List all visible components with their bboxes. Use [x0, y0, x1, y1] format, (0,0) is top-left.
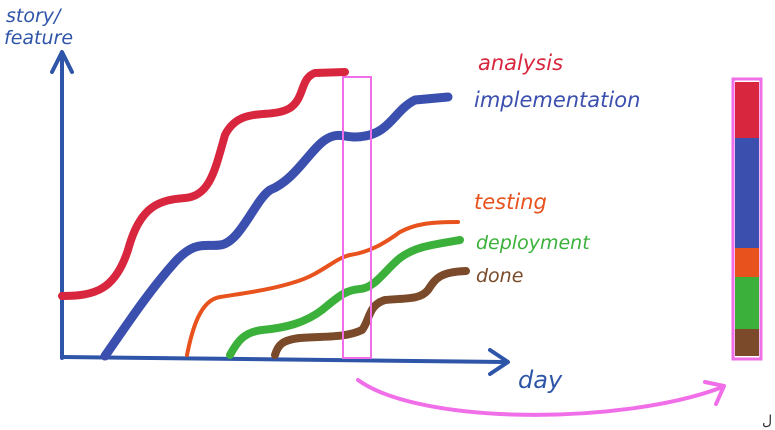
stack-segment-done	[735, 329, 759, 356]
series-analysis-label: analysis	[478, 51, 563, 75]
stack-bar-outline	[731, 77, 763, 361]
stack-segment-deployment	[735, 277, 759, 329]
stack-segment-analysis	[735, 82, 759, 138]
series-done-label: done	[476, 265, 523, 287]
day-slice-highlight	[342, 76, 372, 359]
series-implementation-line	[100, 92, 453, 361]
series-analysis-line	[58, 68, 349, 300]
corner-mark: ل	[762, 413, 772, 429]
stack-segment-implementation	[735, 138, 759, 248]
series-deployment-line	[226, 236, 464, 359]
series-implementation-label: implementation	[474, 88, 640, 112]
x-axis	[60, 355, 507, 364]
y-axis-label-line1: story/	[6, 5, 63, 27]
series-deployment-label: deployment	[476, 232, 591, 254]
x-axis-arrowhead	[488, 348, 510, 376]
stacked-slice-bar	[731, 77, 763, 361]
x-axis-label: day	[518, 366, 563, 394]
stack-segment-testing	[735, 248, 759, 277]
slice-transfer-arrowhead	[703, 380, 726, 406]
y-axis-arrowhead	[50, 50, 74, 74]
slice-transfer-arrow	[356, 378, 722, 417]
series-testing-label: testing	[474, 190, 547, 214]
y-axis-label-line2: feature	[4, 27, 73, 49]
series-testing-line	[185, 220, 460, 357]
